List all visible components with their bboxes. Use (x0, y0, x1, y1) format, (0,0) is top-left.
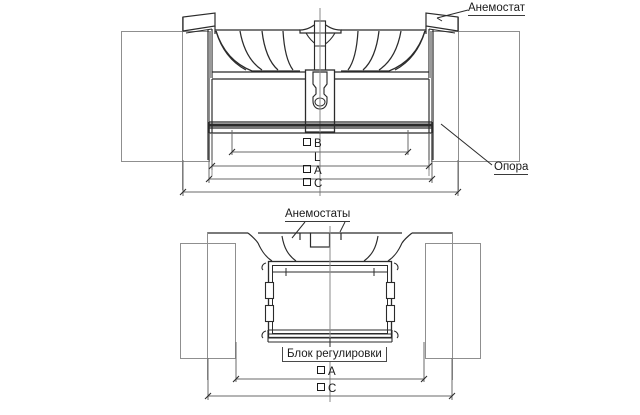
plan-dimension-lines (207, 342, 453, 400)
square-symbol-icon (317, 366, 325, 374)
dimension-value-a2: A (328, 366, 336, 378)
plan-dimension-ticks (204, 375, 456, 400)
callout-label-opora: Опора (494, 161, 529, 175)
section-callout-leaders (436, 9, 493, 166)
square-symbol-icon (317, 383, 325, 391)
callout-label-anemostaty: Анемостаты (285, 208, 351, 222)
dimension-label-l: L (314, 152, 321, 164)
dimension-label-b: B (303, 138, 322, 150)
section-dimension-ticks (179, 148, 462, 196)
dimension-label-c2: C (317, 383, 337, 395)
plan-callout-leaders (291, 221, 346, 347)
dimension-value-a: A (314, 165, 322, 177)
dimension-value-c: C (314, 178, 323, 190)
square-symbol-icon (303, 165, 311, 173)
callout-label-anemostat: Анемостат (468, 2, 526, 16)
dimension-value-b: B (314, 138, 322, 150)
square-symbol-icon (303, 178, 311, 186)
section-dimension-lines (182, 130, 459, 196)
section-view-geometry (121, 8, 520, 196)
dimension-label-a2: A (317, 366, 336, 378)
plan-view-geometry (180, 226, 481, 402)
dimension-value-c2: C (328, 383, 337, 395)
dimension-label-c: C (303, 178, 323, 190)
dimension-label-a: A (303, 165, 322, 177)
square-symbol-icon (303, 138, 311, 146)
callout-label-blok-regulirovki: Блок регулировки (282, 347, 387, 362)
